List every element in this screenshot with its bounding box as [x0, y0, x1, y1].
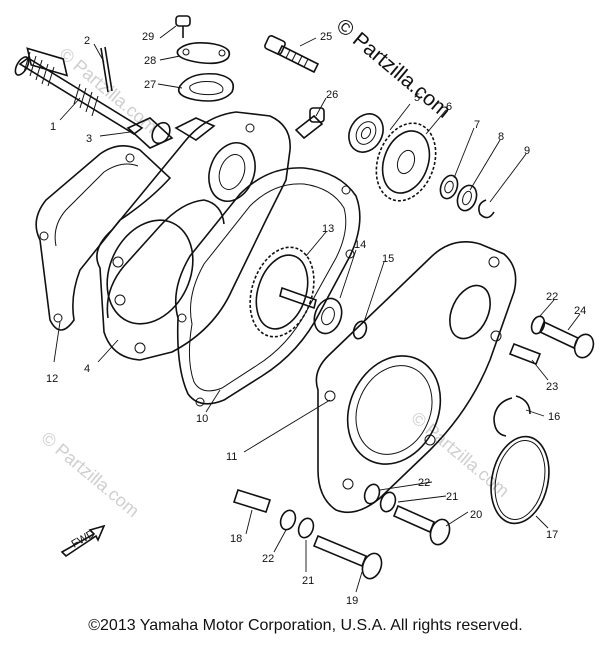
gear-13 [249, 246, 317, 338]
bolt-24 [538, 320, 595, 359]
screw-cover [175, 15, 191, 38]
callout-23: 23 [546, 381, 558, 393]
pin [100, 46, 113, 93]
callout-12: 12 [46, 373, 58, 385]
callout-20: 20 [470, 509, 482, 521]
bolt-26 [294, 107, 325, 140]
callout-21-mid: 21 [446, 491, 458, 503]
housing-gasket [35, 145, 172, 331]
cap-gasket [177, 72, 235, 102]
washer-22-bottom [279, 509, 297, 531]
callout-22-right: 22 [546, 291, 558, 303]
callout-8: 8 [498, 131, 504, 143]
leader-lines [53, 25, 581, 593]
watermark-main: © Partzilla.com [332, 14, 455, 123]
bearing-14 [313, 297, 343, 335]
clip-9 [478, 199, 495, 219]
callout-10: 10 [196, 413, 208, 425]
callout-15: 15 [382, 253, 394, 265]
circlip-16 [493, 395, 531, 437]
copyright-notice: ©2013 Yamaha Motor Corporation, U.S.A. A… [88, 617, 523, 634]
callout-28: 28 [144, 55, 156, 67]
bolt-19 [312, 534, 383, 580]
callout-18: 18 [230, 533, 242, 545]
cover [315, 241, 517, 514]
callout-26: 26 [326, 89, 338, 101]
callout-24: 24 [574, 305, 586, 317]
callout-21-bottom: 21 [302, 575, 314, 587]
washer-21-mid [379, 491, 397, 513]
washer-7 [439, 174, 459, 200]
callout-13: 13 [322, 223, 334, 235]
bolt-20 [392, 504, 451, 546]
bushing [126, 117, 174, 149]
callout-1: 1 [50, 121, 56, 133]
shaft-worm [14, 47, 144, 135]
bolt-25 [264, 35, 320, 74]
exploded-parts-diagram: © Partzilla.com © Partzilla.com © Partzi… [14, 14, 595, 607]
washer-8 [456, 184, 478, 212]
callout-22-bottom: 22 [262, 553, 274, 565]
callout-19: 19 [346, 595, 358, 607]
dowel-23 [508, 342, 542, 366]
bearing [348, 113, 384, 153]
callout-27: 27 [144, 79, 156, 91]
callout-9: 9 [524, 145, 530, 157]
washer-21-bottom [297, 517, 315, 539]
o-ring-17 [490, 435, 550, 525]
callout-29: 29 [142, 31, 154, 43]
dowel-18 [232, 489, 272, 513]
washer-22-right [530, 315, 546, 335]
housing [96, 111, 291, 361]
callout-labels: 1 2 3 4 5 6 7 8 9 10 11 12 13 14 15 16 1… [46, 31, 586, 607]
fwd-label: FWD [70, 528, 98, 551]
callout-25: 25 [320, 31, 332, 43]
callout-3: 3 [86, 133, 92, 145]
callout-14: 14 [354, 239, 366, 251]
clip-15 [352, 320, 368, 340]
callout-11: 11 [226, 451, 237, 463]
center-gasket [174, 167, 361, 407]
callout-17: 17 [546, 529, 558, 541]
callout-16: 16 [548, 411, 560, 423]
fwd-arrow: FWD [60, 524, 106, 558]
cap [176, 42, 231, 65]
watermark-faint-2: © Partzilla.com [37, 428, 143, 521]
callout-22-mid: 22 [418, 477, 430, 489]
callout-5: 5 [414, 92, 420, 104]
callout-6: 6 [446, 101, 452, 113]
callout-4: 4 [84, 363, 90, 375]
gear-6 [375, 122, 437, 202]
callout-7: 7 [474, 119, 480, 131]
washer-22-mid [363, 483, 381, 505]
callout-2: 2 [84, 35, 90, 47]
